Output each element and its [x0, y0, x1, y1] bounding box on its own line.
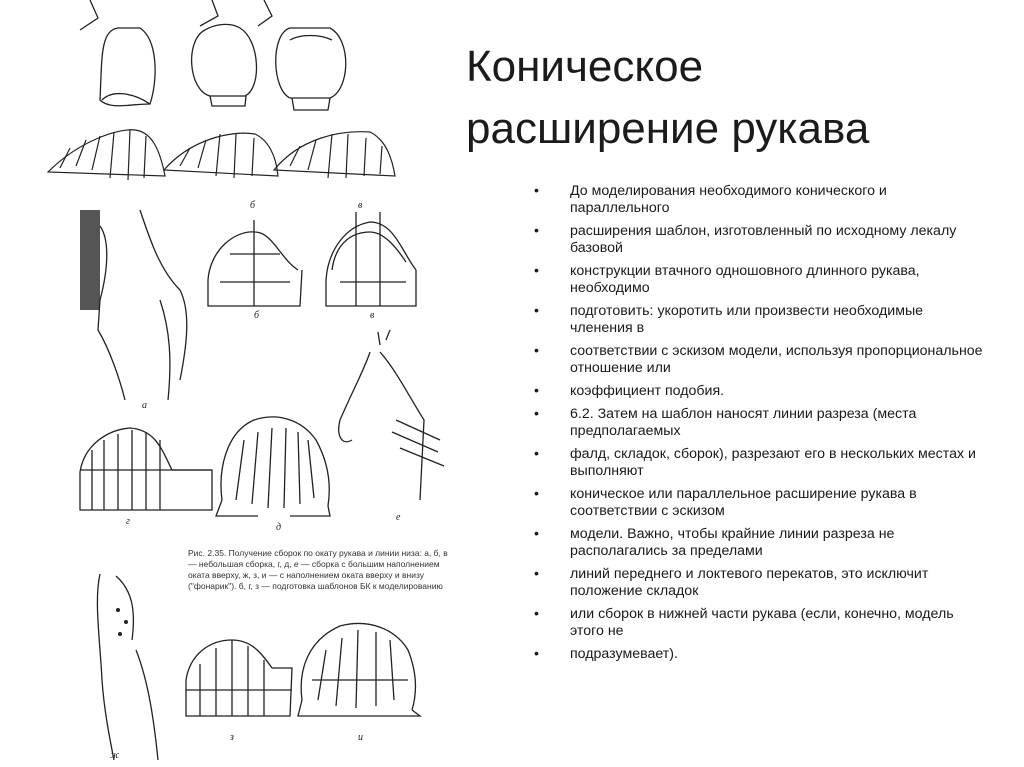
bullet-item: •линий переднего и локтевого перекатов, …: [534, 566, 929, 599]
bullet-marker: •: [534, 383, 539, 399]
pattern-v: [325, 212, 417, 307]
label-g: г: [126, 516, 130, 527]
label-zh: ж: [110, 750, 120, 761]
sleeve-illustration: а б б в в: [40, 0, 460, 767]
figure-e: [338, 329, 445, 501]
bullet-item: •соответствии с эскизом модели, использу…: [534, 343, 983, 376]
pattern-d: [215, 416, 331, 517]
bullet-item: •фалд, складок, сборок), разрезают его в…: [534, 446, 976, 479]
bullet-item: •подразумевает).: [534, 646, 678, 662]
sleeve-sketch-3: [257, 0, 347, 111]
bullet-marker: •: [534, 303, 539, 319]
bullet-item: •подготовить: укоротить или произвести н…: [534, 303, 924, 336]
bullet-item: •коэффициент подобия.: [534, 383, 725, 399]
pattern-b: [207, 220, 303, 307]
figure-zh: [96, 573, 159, 761]
label-b-top: б: [250, 200, 256, 211]
sleeve-sketch-2: [191, 0, 258, 107]
bullet-item: •До моделирования необходимого коническо…: [534, 183, 887, 216]
label-a: а: [142, 400, 147, 411]
bullet-marker: •: [534, 646, 539, 662]
bullet-list: •До моделирования необходимого коническо…: [534, 183, 984, 669]
bullet-marker: •: [534, 263, 539, 279]
label-d: д: [276, 522, 281, 533]
label-b: б: [254, 310, 260, 321]
bullet-item: •6.2. Затем на шаблон наносят линии разр…: [534, 406, 917, 439]
label-z: з: [229, 732, 234, 743]
bullet-marker: •: [534, 486, 539, 502]
pattern-g: [79, 427, 213, 511]
bullet-item: •конструкции втачного одношовного длинно…: [534, 263, 920, 296]
pattern-i: [297, 622, 422, 717]
pattern-z: [185, 639, 293, 717]
bullet-marker: •: [534, 406, 539, 422]
bullet-marker: •: [534, 183, 539, 199]
bullet-marker: •: [534, 566, 539, 582]
bullet-item: •расширения шаблон, изготовленный по исх…: [534, 223, 957, 256]
label-e: е: [396, 512, 401, 523]
slide-title-line-1: Коническое: [466, 42, 704, 91]
bullet-marker: •: [534, 343, 539, 359]
label-v: в: [370, 310, 375, 321]
bullet-marker: •: [534, 526, 539, 542]
label-v-top: в: [358, 200, 363, 211]
label-i: и: [358, 732, 363, 743]
figure-a: [80, 209, 188, 401]
sleeve-fans: [46, 129, 396, 181]
bullet-marker: •: [534, 606, 539, 622]
bullet-marker: •: [534, 223, 539, 239]
sleeve-sketch-1: [79, 0, 156, 107]
bullet-item: •коническое или параллельное расширение …: [534, 486, 917, 519]
bullet-marker: •: [534, 446, 539, 462]
bullet-item: •или сборок в нижней части рукава (если,…: [534, 606, 954, 639]
bullet-item: •модели. Важно, чтобы крайние линии разр…: [534, 526, 895, 559]
figure-caption: Рис. 2.35. Получение сборок по окату рук…: [188, 548, 448, 591]
slide-title-line-2: расширение рукава: [466, 104, 870, 153]
slide-title: Коническое расширение рукава: [466, 36, 1006, 160]
